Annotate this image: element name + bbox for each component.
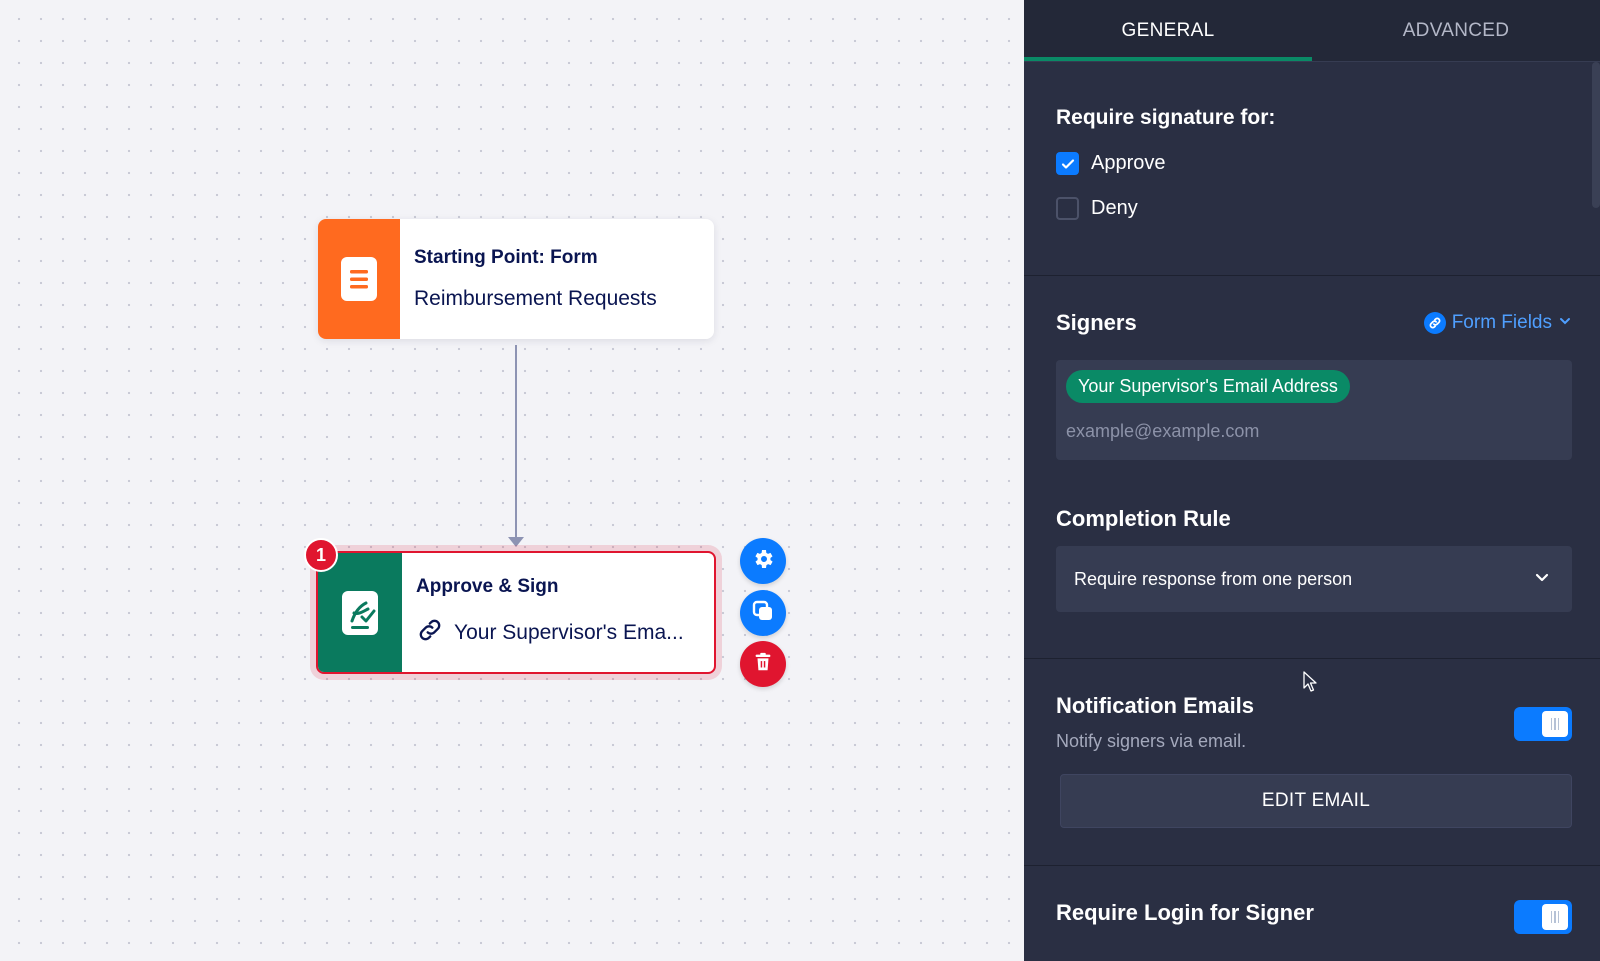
signers-label: Signers [1056, 310, 1137, 335]
workflow-canvas[interactable]: Starting Point: Form Reimbursement Reque… [0, 0, 1024, 961]
node-duplicate-button[interactable] [740, 590, 786, 636]
error-count-badge: 1 [304, 538, 338, 572]
properties-panel: GENERAL ADVANCED Require signature for: … [1024, 0, 1600, 961]
login-section: Require Login for Signer [1024, 866, 1600, 961]
start-node-subtitle: Reimbursement Requests [414, 287, 657, 310]
link-icon [416, 616, 444, 650]
approve-sign-node[interactable]: Approve & Sign Your Supervisor's Ema... [316, 551, 716, 674]
completion-rule-label: Completion Rule [1056, 506, 1231, 531]
duplicate-icon [751, 599, 775, 628]
approve-option-label: Approve [1091, 152, 1166, 174]
toggle-knob [1542, 711, 1568, 737]
node-delete-button[interactable] [740, 641, 786, 687]
approve-node-title: Approve & Sign [416, 575, 559, 597]
completion-rule-value: Require response from one person [1074, 568, 1353, 589]
connector-arrow-icon [508, 537, 524, 547]
signers-input[interactable]: Your Supervisor's Email Address example@… [1056, 360, 1572, 460]
deny-option[interactable]: Deny [1056, 197, 1572, 220]
link-icon [1423, 312, 1446, 334]
start-node-title: Starting Point: Form [414, 247, 598, 268]
login-toggle[interactable] [1514, 900, 1572, 934]
signature-label: Require signature for: [1056, 106, 1276, 129]
signature-document-icon [318, 553, 402, 672]
notification-toggle[interactable] [1514, 707, 1572, 741]
tab-general[interactable]: GENERAL [1024, 0, 1312, 61]
notification-section: Notification Emails Notify signers via e… [1024, 659, 1600, 866]
notification-label: Notification Emails [1056, 693, 1255, 718]
approve-option[interactable]: Approve [1056, 152, 1572, 175]
form-fields-label: Form Fields [1451, 312, 1552, 333]
signers-placeholder: example@example.com [1066, 421, 1260, 441]
edit-email-button[interactable]: EDIT EMAIL [1060, 774, 1572, 828]
signer-chip[interactable]: Your Supervisor's Email Address [1066, 370, 1350, 403]
deny-checkbox[interactable] [1056, 197, 1079, 220]
gear-icon [751, 547, 775, 576]
approve-checkbox[interactable] [1056, 152, 1079, 175]
notification-subtitle: Notify signers via email. [1056, 731, 1247, 751]
completion-rule-select[interactable]: Require response from one person [1056, 546, 1572, 612]
connector-line [515, 345, 517, 541]
signers-section: Signers Form Fields Your Supervisor's Em… [1024, 276, 1600, 659]
login-label: Require Login for Signer [1056, 900, 1314, 925]
panel-tabs: GENERAL ADVANCED [1024, 0, 1600, 62]
approve-node-subtitle: Your Supervisor's Ema... [454, 620, 684, 644]
toggle-knob [1542, 904, 1568, 930]
signature-section: Require signature for: Approve Deny [1024, 62, 1600, 276]
form-list-icon [318, 219, 400, 339]
tab-advanced[interactable]: ADVANCED [1402, 19, 1510, 41]
panel-scrollbar[interactable] [1592, 62, 1600, 208]
node-settings-button[interactable] [740, 538, 786, 584]
mouse-cursor-icon [1303, 671, 1319, 698]
trash-icon [752, 651, 774, 678]
start-node[interactable]: Starting Point: Form Reimbursement Reque… [318, 219, 714, 339]
chevron-down-icon [1558, 312, 1572, 334]
form-fields-dropdown[interactable]: Form Fields [1423, 312, 1572, 334]
deny-option-label: Deny [1091, 197, 1138, 219]
chevron-down-icon [1534, 569, 1550, 590]
